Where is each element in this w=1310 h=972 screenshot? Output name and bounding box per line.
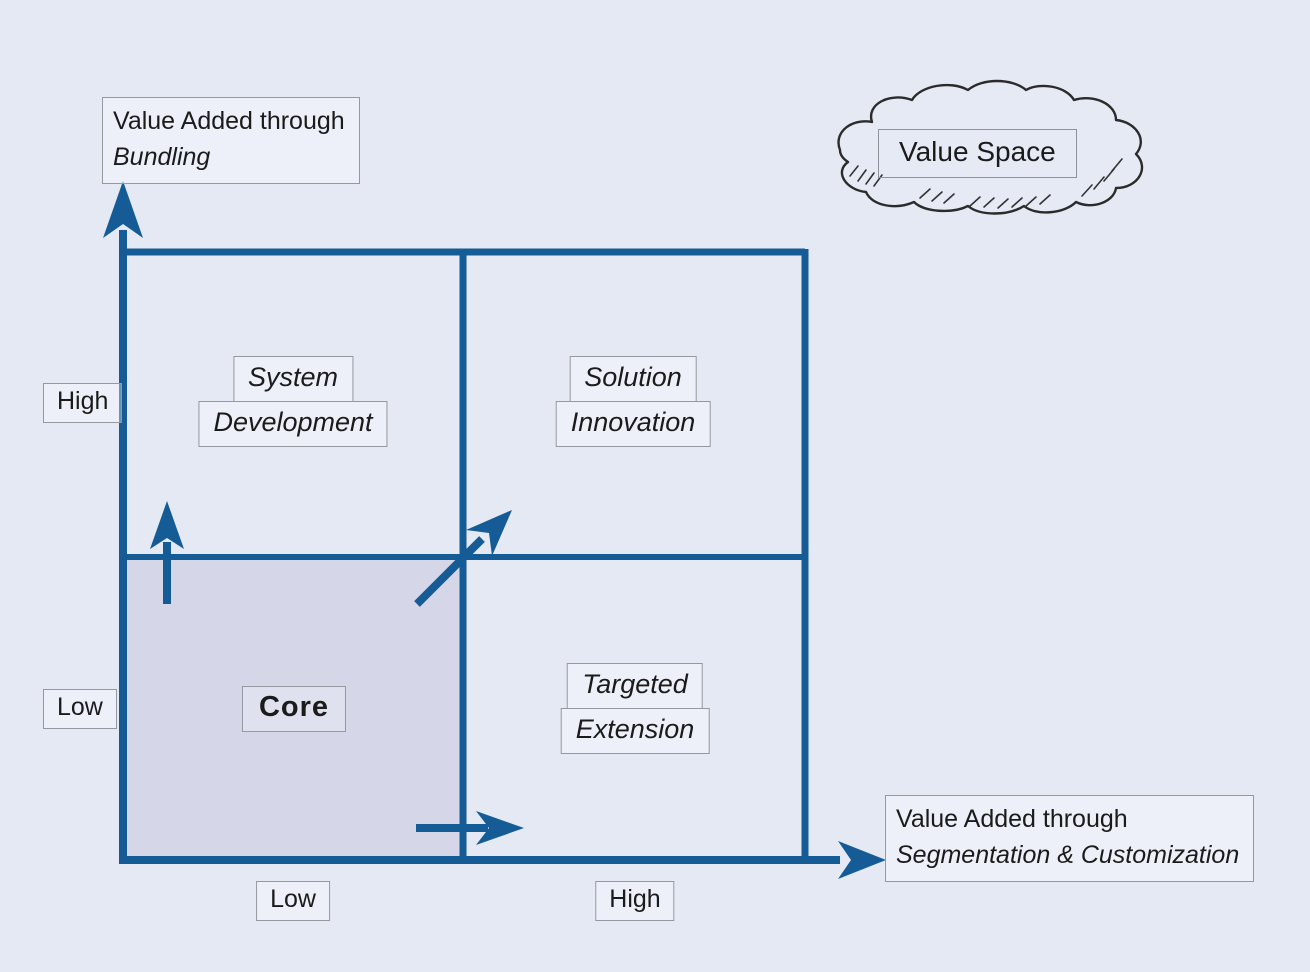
up-arrow-icon: [150, 501, 184, 549]
x-axis-arrow-icon: [838, 841, 886, 879]
x-axis-title: Value Added through Segmentation & Custo…: [885, 795, 1255, 882]
system-development-line2: Development: [198, 401, 388, 447]
targeted-extension-line1: Targeted: [567, 663, 703, 709]
targeted-extension-line2: Extension: [560, 708, 710, 754]
cloud-shape: [837, 79, 1144, 215]
solution-innovation-line1: Solution: [569, 356, 697, 402]
x-axis-title-line1: Value Added through: [896, 805, 1128, 833]
right-arrow-icon: [476, 811, 524, 845]
y-axis: [103, 181, 143, 864]
y-axis-arrow-icon: [103, 181, 143, 238]
core-quadrant-fill: [123, 557, 463, 861]
x-axis-title-line2: Segmentation & Customization: [896, 840, 1240, 869]
y-axis-title-line2: Bundling: [113, 142, 211, 171]
y-axis-tick-low: Low: [43, 689, 117, 729]
y-axis-tick-high: High: [43, 383, 123, 423]
x-axis-tick-low: Low: [256, 881, 330, 921]
cloud-hatching: [849, 158, 1123, 209]
y-axis-title: Value Added through Bundling: [102, 97, 360, 184]
quadrant-solution-innovation: Solution Innovation: [555, 356, 711, 447]
value-space-title: Value Space: [878, 129, 1077, 178]
quadrant-core-label: Core: [241, 686, 347, 732]
diagonal-arrow-icon: [466, 510, 512, 556]
quadrant-system-development: System Development: [198, 356, 388, 447]
y-axis-title-line1: Value Added through: [113, 107, 345, 135]
diagonal-arrow-shaft: [414, 536, 485, 607]
quadrant-targeted-extension: Targeted Extension: [560, 663, 710, 754]
system-development-line1: System: [232, 356, 354, 402]
core-growth-arrows: [150, 501, 524, 845]
solution-innovation-line2: Innovation: [555, 401, 711, 447]
x-axis: [119, 841, 886, 879]
x-axis-tick-high: High: [595, 881, 675, 921]
